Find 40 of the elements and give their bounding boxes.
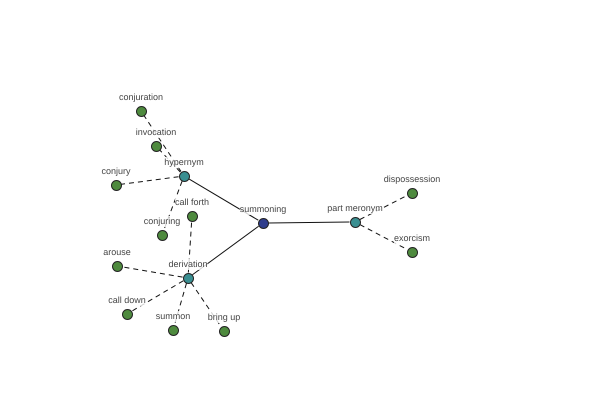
connector-line (192, 226, 260, 276)
node-circle (112, 260, 122, 272)
node-label: invocation (136, 127, 176, 138)
node-circle (218, 326, 230, 336)
connector-line (188, 178, 259, 221)
node-label: conjuration (118, 92, 164, 103)
node-label: conjury (102, 166, 130, 177)
node-label: derivation (168, 259, 208, 270)
node-circle (150, 140, 162, 152)
node-circle (186, 210, 198, 222)
node-label: arouse (103, 247, 131, 258)
node-label: bring up (208, 312, 240, 323)
dashed-connector (122, 266, 184, 278)
node-label: dispossession (384, 174, 440, 185)
node-label: call forth (175, 197, 209, 208)
node-circle (406, 188, 418, 198)
node-circle (182, 272, 194, 284)
node-label: exorcism (394, 233, 430, 244)
node-circle (136, 106, 146, 116)
dashed-connector (120, 176, 180, 185)
connector-line (268, 222, 350, 224)
node-label: conjuring (144, 216, 180, 227)
node-circle (178, 170, 190, 182)
node-circle (406, 246, 418, 258)
node-circle (156, 230, 168, 240)
node-label: hypernym (164, 157, 204, 168)
node-circle (110, 180, 122, 190)
dashed-connector (163, 180, 183, 230)
node-label: part meronym (327, 203, 383, 214)
node-circle (258, 218, 268, 228)
dashed-connector (174, 282, 187, 326)
node-label: summon (156, 311, 190, 322)
node-label: summoning (240, 204, 286, 215)
node-circle (168, 324, 178, 336)
node-circle (350, 216, 360, 228)
dashed-connector (144, 115, 182, 172)
node-circle (122, 308, 132, 320)
node-label: call down (108, 295, 146, 306)
dashed-connector (131, 280, 184, 312)
dashed-connector (188, 221, 192, 273)
